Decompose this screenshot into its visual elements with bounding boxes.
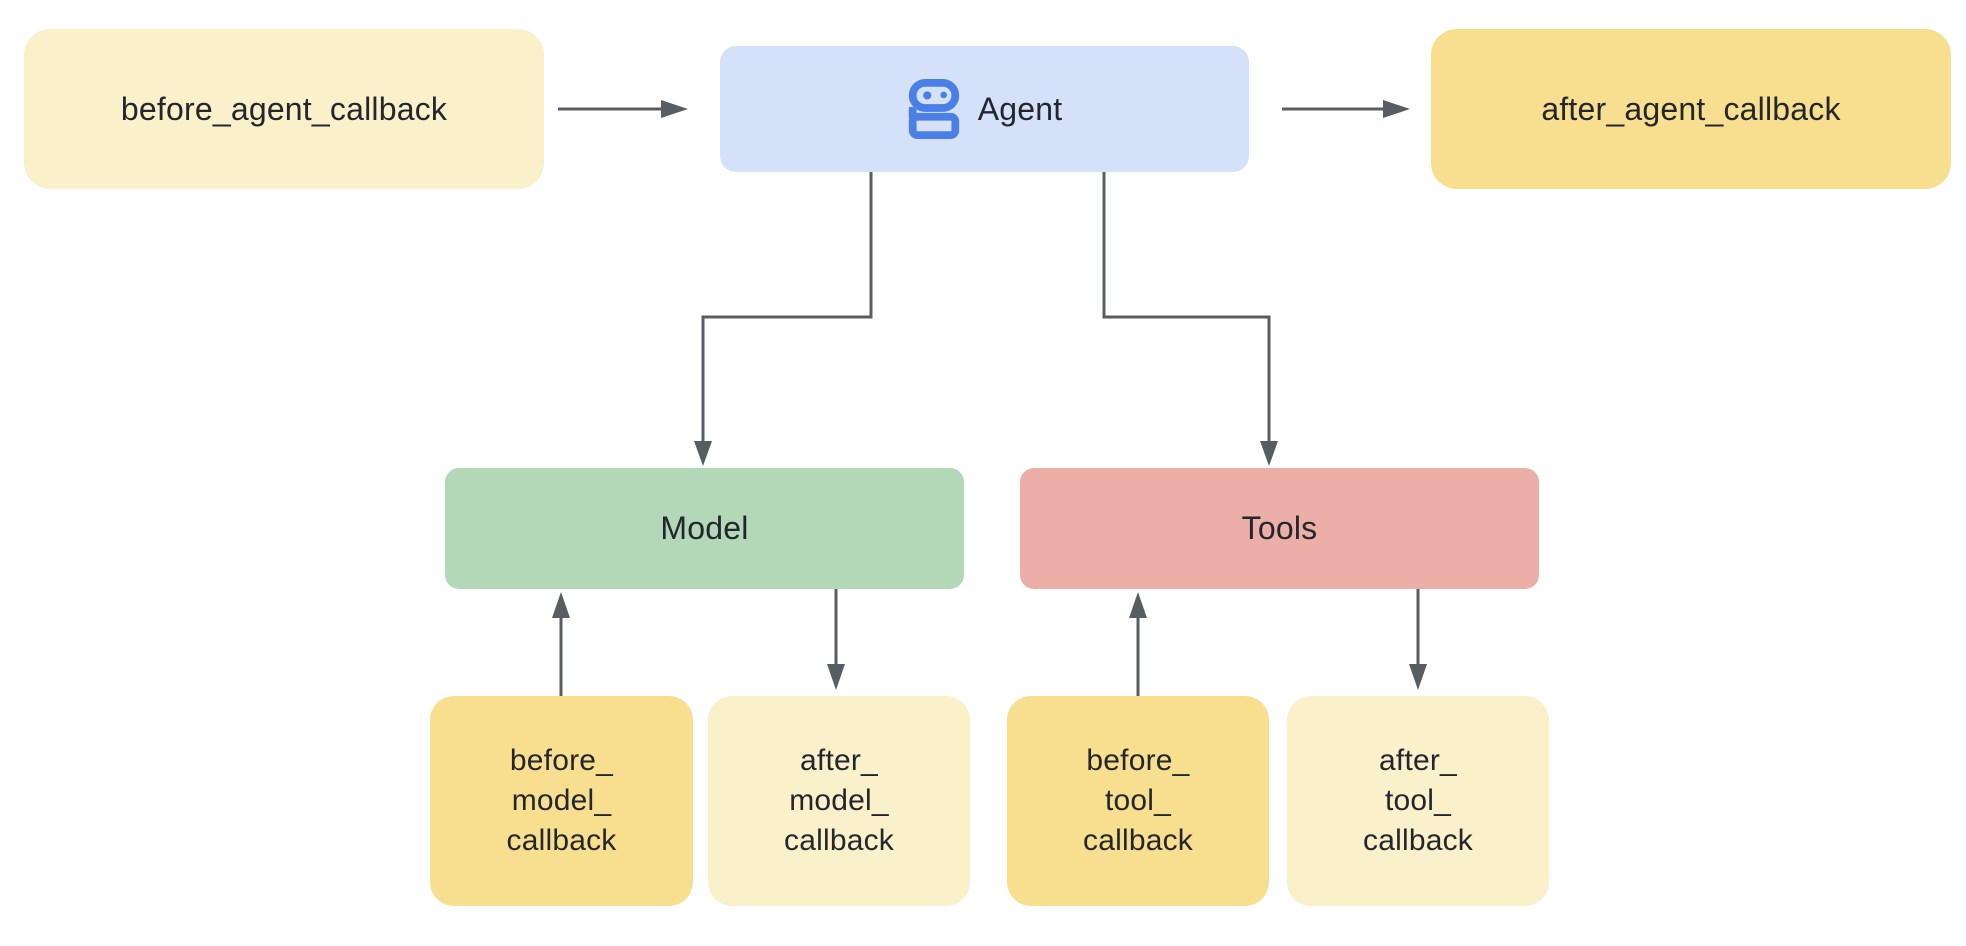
edge-before-model-to-model xyxy=(552,592,570,696)
node-tools: Tools xyxy=(1020,468,1539,589)
edge-tools-to-after-tool xyxy=(1409,589,1427,690)
node-before-model-callback: before_ model_ callback xyxy=(430,696,693,906)
node-before-agent-callback: before_agent_callback xyxy=(24,29,544,189)
node-after-tool-callback: after_ tool_ callback xyxy=(1287,696,1549,906)
edge-agent-to-tools xyxy=(1102,172,1278,466)
edge-agent-to-after-agent xyxy=(1282,100,1410,118)
node-label-before-tool-callback: before_ tool_ callback xyxy=(1083,744,1193,857)
node-label-after-model-callback: after_ model_ callback xyxy=(784,744,894,857)
node-before-tool-callback: before_ tool_ callback xyxy=(1007,696,1269,906)
edge-agent-to-model xyxy=(694,172,873,466)
edge-before-tool-to-tools xyxy=(1129,592,1147,696)
node-model: Model xyxy=(445,468,964,589)
node-label-before-agent-callback: before_agent_callback xyxy=(120,90,448,127)
node-label-agent: Agent xyxy=(977,90,1063,127)
node-agent: Agent xyxy=(720,46,1249,172)
node-label-model: Model xyxy=(660,510,749,546)
node-label-after-tool-callback: after_ tool_ callback xyxy=(1363,744,1473,857)
node-label-tools: Tools xyxy=(1241,510,1318,546)
node-label-before-model-callback: before_ model_ callback xyxy=(506,744,617,857)
node-after-model-callback: after_ model_ callback xyxy=(708,696,970,906)
node-after-agent-callback: after_agent_callback xyxy=(1431,29,1951,189)
node-label-after-agent-callback: after_agent_callback xyxy=(1541,90,1841,127)
edge-before-agent-to-agent xyxy=(558,100,688,118)
robot-icon xyxy=(907,78,961,140)
edge-model-to-after-model xyxy=(827,589,845,690)
